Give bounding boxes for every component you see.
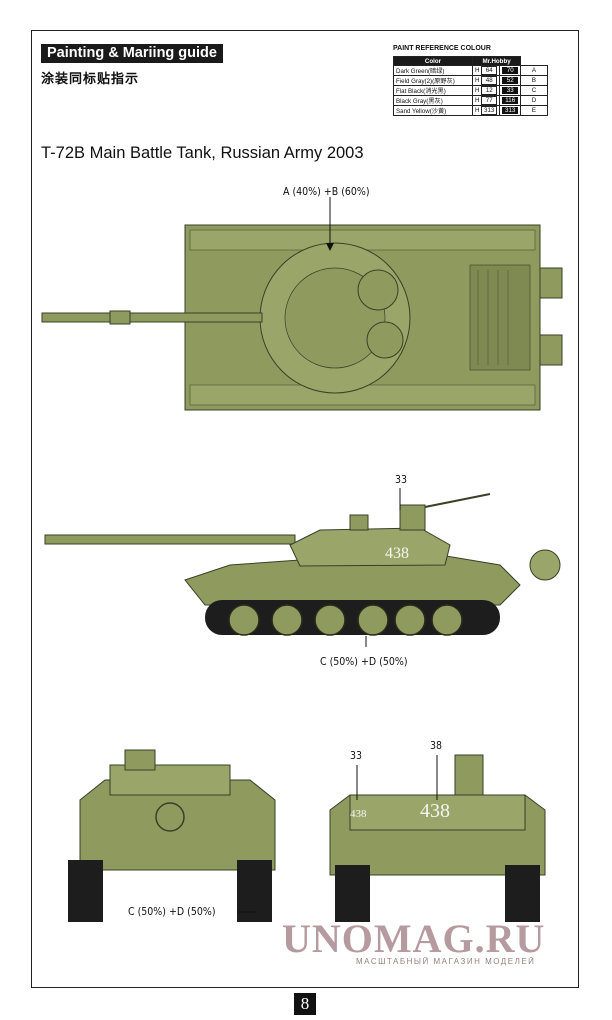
side-hull-number-decal: 438	[385, 545, 409, 562]
tank-top-view	[41, 197, 563, 411]
page-title: Painting & Mariing guide	[41, 44, 223, 63]
tank-front-view	[68, 749, 276, 922]
page-number: 8	[294, 993, 316, 1015]
side-decal-callout: 33	[395, 474, 408, 486]
page-frame	[31, 30, 579, 988]
watermark-subtitle: МАСШТАБНЫЙ МАГАЗИН МОДЕЛЕЙ	[356, 957, 536, 966]
tank-rear-view	[329, 754, 546, 922]
paint-reference-title: PAINT REFERENCE COLOUR	[393, 45, 491, 52]
rear-hull-number-decal: 438	[420, 800, 450, 822]
watermark: UNOMAG.RU	[282, 916, 546, 961]
rear-decal-left-callout: 33	[350, 750, 363, 762]
tank-side-view	[44, 488, 561, 647]
rear-decal-right-callout: 38	[430, 740, 443, 752]
rear-small-hull-number-decal: 438	[350, 808, 367, 820]
paint-reference-table: Color Mr.Hobby Dark Green(暗绿) H 64 70 A …	[393, 56, 548, 116]
front-view-paint-callout: C (50%) +D (50%)	[128, 906, 216, 918]
top-view-paint-callout: A (40%) +B (60%)	[283, 186, 370, 198]
side-view-paint-callout: C (50%) +D (50%)	[320, 656, 408, 668]
model-subtitle: T-72B Main Battle Tank, Russian Army 200…	[41, 144, 364, 162]
table-row: Sand Yellow(沙黄) H 313 313 E	[393, 105, 548, 116]
page-title-cn: 涂装同标贴指示	[41, 71, 140, 86]
